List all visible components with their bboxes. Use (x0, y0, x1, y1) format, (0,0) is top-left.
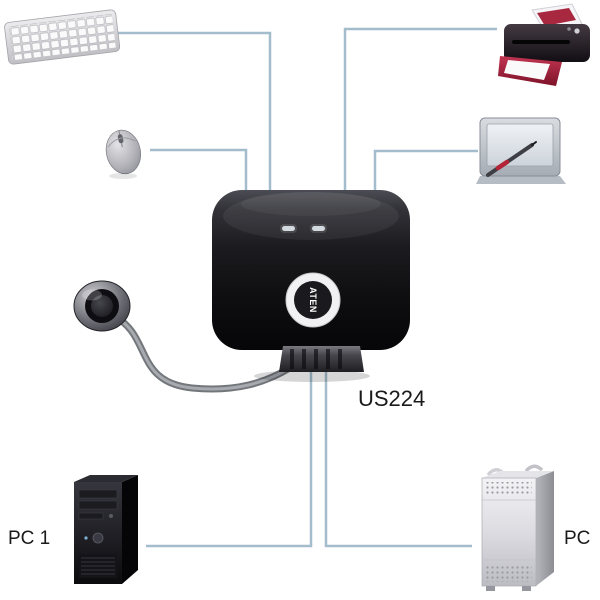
remote-selector-icon (62, 270, 144, 349)
stylus-icon (486, 141, 537, 177)
pc2-label: PC (564, 528, 591, 549)
line-pc1-to-switch (146, 360, 313, 548)
line-tablet-to-switch (373, 149, 478, 205)
led-indicators (280, 224, 327, 233)
us224-switch: ATEN (200, 186, 422, 393)
printer-icon (498, 0, 600, 97)
aten-logo-text: ATEN (308, 287, 318, 313)
aten-logo-button[interactable]: ATEN (285, 272, 341, 328)
line-keyboard-to-switch (118, 31, 272, 205)
pc1-label: PC 1 (8, 528, 51, 549)
mouse-icon (96, 120, 152, 187)
remote-cable-sheen (112, 314, 298, 391)
port-connector (279, 346, 364, 372)
pc2-tower-icon (470, 460, 570, 600)
graphics-tablet-icon (474, 112, 568, 195)
switch-label: US224 (358, 386, 426, 411)
line-printer-to-switch (343, 27, 497, 205)
line-pc2-to-switch (324, 360, 472, 548)
line-mouse-to-switch (150, 148, 248, 205)
switch-body (212, 190, 410, 350)
pc1-tower-icon (64, 466, 150, 597)
keyboard-icon (2, 4, 124, 73)
